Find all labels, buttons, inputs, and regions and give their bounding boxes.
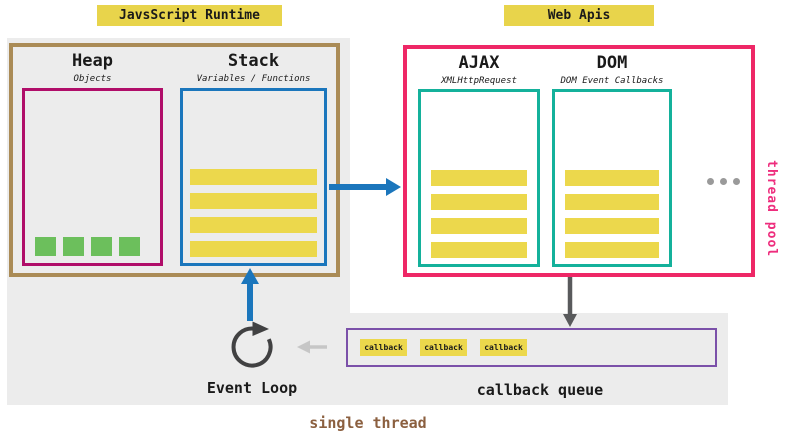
queue-item: callback <box>360 339 407 356</box>
heap-object-square <box>91 237 112 256</box>
heap-heading: Heap Objects <box>22 51 163 84</box>
stack-subtitle: Variables / Functions <box>196 73 311 84</box>
dom-task-bar <box>565 218 659 234</box>
more-apis-ellipsis <box>707 178 740 185</box>
stack-frame-bar <box>190 169 317 185</box>
ajax-task-bar <box>431 242 527 258</box>
heap-box <box>22 88 163 266</box>
runtime-header-tag: JavsScript Runtime <box>97 5 282 26</box>
webapis-container: AJAX XMLHttpRequest DOM DOM Event Callba… <box>403 45 755 277</box>
ajax-task-bar <box>431 218 527 234</box>
heap-object-square <box>35 237 56 256</box>
ellipsis-dot <box>733 178 740 185</box>
stack-frame-bar <box>190 241 317 257</box>
ajax-tasks <box>431 170 527 258</box>
dom-tasks <box>565 170 659 258</box>
stack-frame-bar <box>190 193 317 209</box>
stack-frame-bar <box>190 217 317 233</box>
stack-heading: Stack Variables / Functions <box>180 51 327 84</box>
dom-title: DOM <box>596 53 628 73</box>
callback-queue-label: callback queue <box>476 381 604 399</box>
ajax-box <box>418 89 540 267</box>
thread-pool-label: thread pool <box>764 160 779 258</box>
runtime-container: Heap Objects Stack Variables / Functions <box>9 43 340 277</box>
heap-object-square <box>63 237 84 256</box>
dom-subtitle: DOM Event Callbacks <box>560 75 664 86</box>
dom-box <box>552 89 672 267</box>
dom-task-bar <box>565 242 659 258</box>
queue-item: callback <box>420 339 467 356</box>
callback-queue-box: callback callback callback <box>346 328 717 367</box>
ellipsis-dot <box>707 178 714 185</box>
webapis-header-tag: Web Apis <box>504 5 654 26</box>
ajax-subtitle: XMLHttpRequest <box>441 75 517 86</box>
stack-frames <box>190 169 317 257</box>
ajax-task-bar <box>431 170 527 186</box>
event-loop-label: Event Loop <box>206 379 298 397</box>
dom-heading: DOM DOM Event Callbacks <box>552 53 672 86</box>
stack-box <box>180 88 327 266</box>
dom-task-bar <box>565 170 659 186</box>
ajax-task-bar <box>431 194 527 210</box>
heap-object-square <box>119 237 140 256</box>
stack-title: Stack <box>227 51 280 71</box>
heap-title: Heap <box>72 51 113 71</box>
ajax-title: AJAX <box>458 53 500 73</box>
dom-task-bar <box>565 194 659 210</box>
heap-objects <box>35 237 140 256</box>
ellipsis-dot <box>720 178 727 185</box>
single-thread-label: single thread <box>309 414 427 432</box>
heap-subtitle: Objects <box>73 73 112 84</box>
ajax-heading: AJAX XMLHttpRequest <box>418 53 540 86</box>
queue-item: callback <box>480 339 527 356</box>
